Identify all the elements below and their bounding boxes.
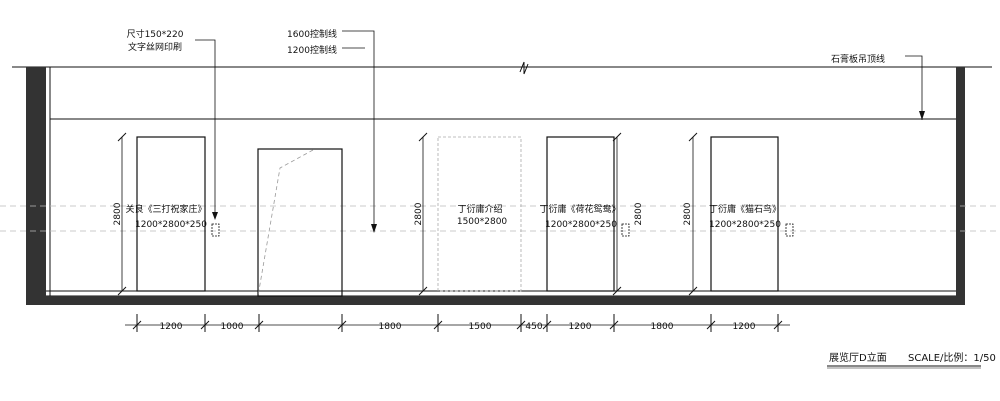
dim-6: 1200 <box>569 322 592 332</box>
panel-1-title: 关良《三打祝家庄》 <box>125 203 206 215</box>
control-lines <box>0 205 1000 232</box>
size-note-line-1: 尺寸150*220 <box>127 28 184 40</box>
dim-5: 450 <box>525 322 542 332</box>
panel-4-height: 2800 <box>683 202 693 225</box>
right-wall <box>956 67 965 301</box>
drawing-title: 展览厅D立面 <box>829 351 887 364</box>
label-plate <box>785 223 794 237</box>
panel-cat: 2800 丁衍庸《猫石鸟》 1200*2800*250 <box>683 132 794 296</box>
control-line-1200-label: 1200控制线 <box>287 44 337 56</box>
panel-1-size: 1200*2800*250 <box>135 220 207 230</box>
panel-4-size: 1200*2800*250 <box>709 220 781 230</box>
panel-1-height: 2800 <box>113 202 123 225</box>
control-line-1600-label: 1600控制线 <box>287 28 337 40</box>
panel-2-size: 1500*2800 <box>457 217 508 227</box>
left-wall <box>26 67 46 301</box>
annotation-size-note: 尺寸150*220 文字丝网印刷 <box>127 28 218 220</box>
panel-lotus: 2800 丁衍庸《荷花鸳鸯》 1200*2800*250 <box>539 132 644 296</box>
dim-8: 1200 <box>733 322 756 332</box>
title-block: 展览厅D立面 SCALE/比例：1/50 <box>827 351 996 369</box>
ceiling-line-label: 石膏板吊顶线 <box>831 53 885 65</box>
break-symbol <box>519 61 529 75</box>
dim-4: 1500 <box>469 322 492 332</box>
label-plate <box>211 223 220 237</box>
panel-2-height: 2800 <box>414 202 424 225</box>
panel-4-title: 丁衍庸《猫石鸟》 <box>709 203 781 215</box>
panel-guanliang: 2800 关良《三打祝家庄》 1200*2800*250 <box>113 132 220 296</box>
panel-intro: 2800 丁衍庸介绍 1500*2800 <box>414 132 522 296</box>
dimension-chain: 1200 1000 1800 1500 450 1200 1800 1200 <box>125 314 790 332</box>
size-note-line-2: 文字丝网印刷 <box>128 41 182 53</box>
label-plate <box>621 223 630 237</box>
floor-slab <box>26 296 965 305</box>
panel-3-height: 2800 <box>634 202 644 225</box>
dim-2: 1000 <box>221 322 244 332</box>
annotation-ceiling: 石膏板吊顶线 <box>831 53 925 120</box>
dim-7: 1800 <box>651 322 674 332</box>
panel-2-title: 丁衍庸介绍 <box>457 203 502 215</box>
door-opening <box>257 148 343 297</box>
drawing-scale: SCALE/比例：1/50 <box>908 351 996 364</box>
annotation-control-lines: 1600控制线 1200控制线 <box>287 28 377 233</box>
room-outline <box>12 61 992 305</box>
panel-3-size: 1200*2800*250 <box>545 220 617 230</box>
panel-3-title: 丁衍庸《荷花鸳鸯》 <box>539 203 620 215</box>
dim-1: 1200 <box>160 322 183 332</box>
dim-3: 1800 <box>379 322 402 332</box>
